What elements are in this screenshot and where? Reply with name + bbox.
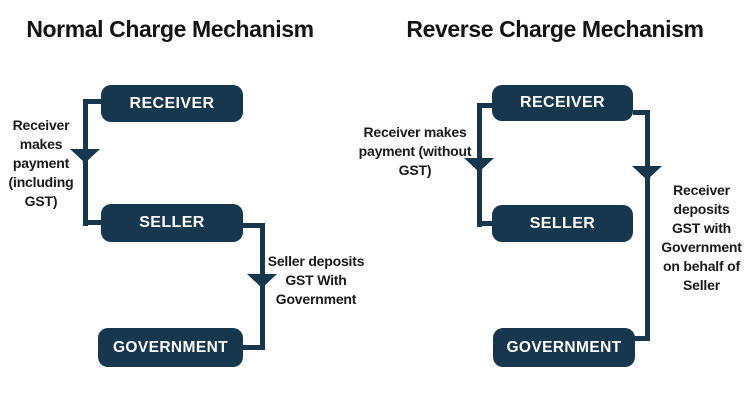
arrowhead-down-icon (464, 158, 494, 172)
connector-segment (83, 220, 101, 225)
connector-segment (243, 223, 265, 228)
normal-government-node: GOVERNMENT (98, 328, 243, 367)
connector-segment (243, 345, 265, 350)
arrowhead-down-icon (247, 274, 277, 288)
reverse-receiver-seller-edge-label: Receiver makes payment (without GST) (358, 124, 472, 178)
connector-segment (477, 103, 492, 108)
reverse-receiver-node: RECEIVER (492, 85, 633, 121)
arrowhead-down-icon (70, 149, 100, 163)
normal-seller-government-edge-label: Seller deposits GST With Government (267, 253, 365, 307)
connector-segment (645, 110, 650, 341)
connector-segment (633, 336, 650, 341)
reverse-government-node: GOVERNMENT (493, 328, 635, 367)
reverse-receiver-government-edge-label: Receiver deposits GST with Government on… (661, 182, 742, 293)
arrowhead-down-icon (632, 166, 662, 180)
reverse-seller-node: SELLER (492, 205, 633, 242)
connector-segment (83, 99, 101, 104)
normal-receiver-seller-edge-label: Receiver makes payment (including GST) (8, 117, 74, 209)
connector-segment (633, 110, 650, 115)
reverse-charge-title: Reverse Charge Mechanism (406, 16, 704, 42)
normal-seller-node: SELLER (101, 204, 243, 242)
normal-charge-title: Normal Charge Mechanism (26, 16, 314, 42)
connector-segment (477, 221, 492, 226)
normal-receiver-node: RECEIVER (101, 85, 243, 122)
